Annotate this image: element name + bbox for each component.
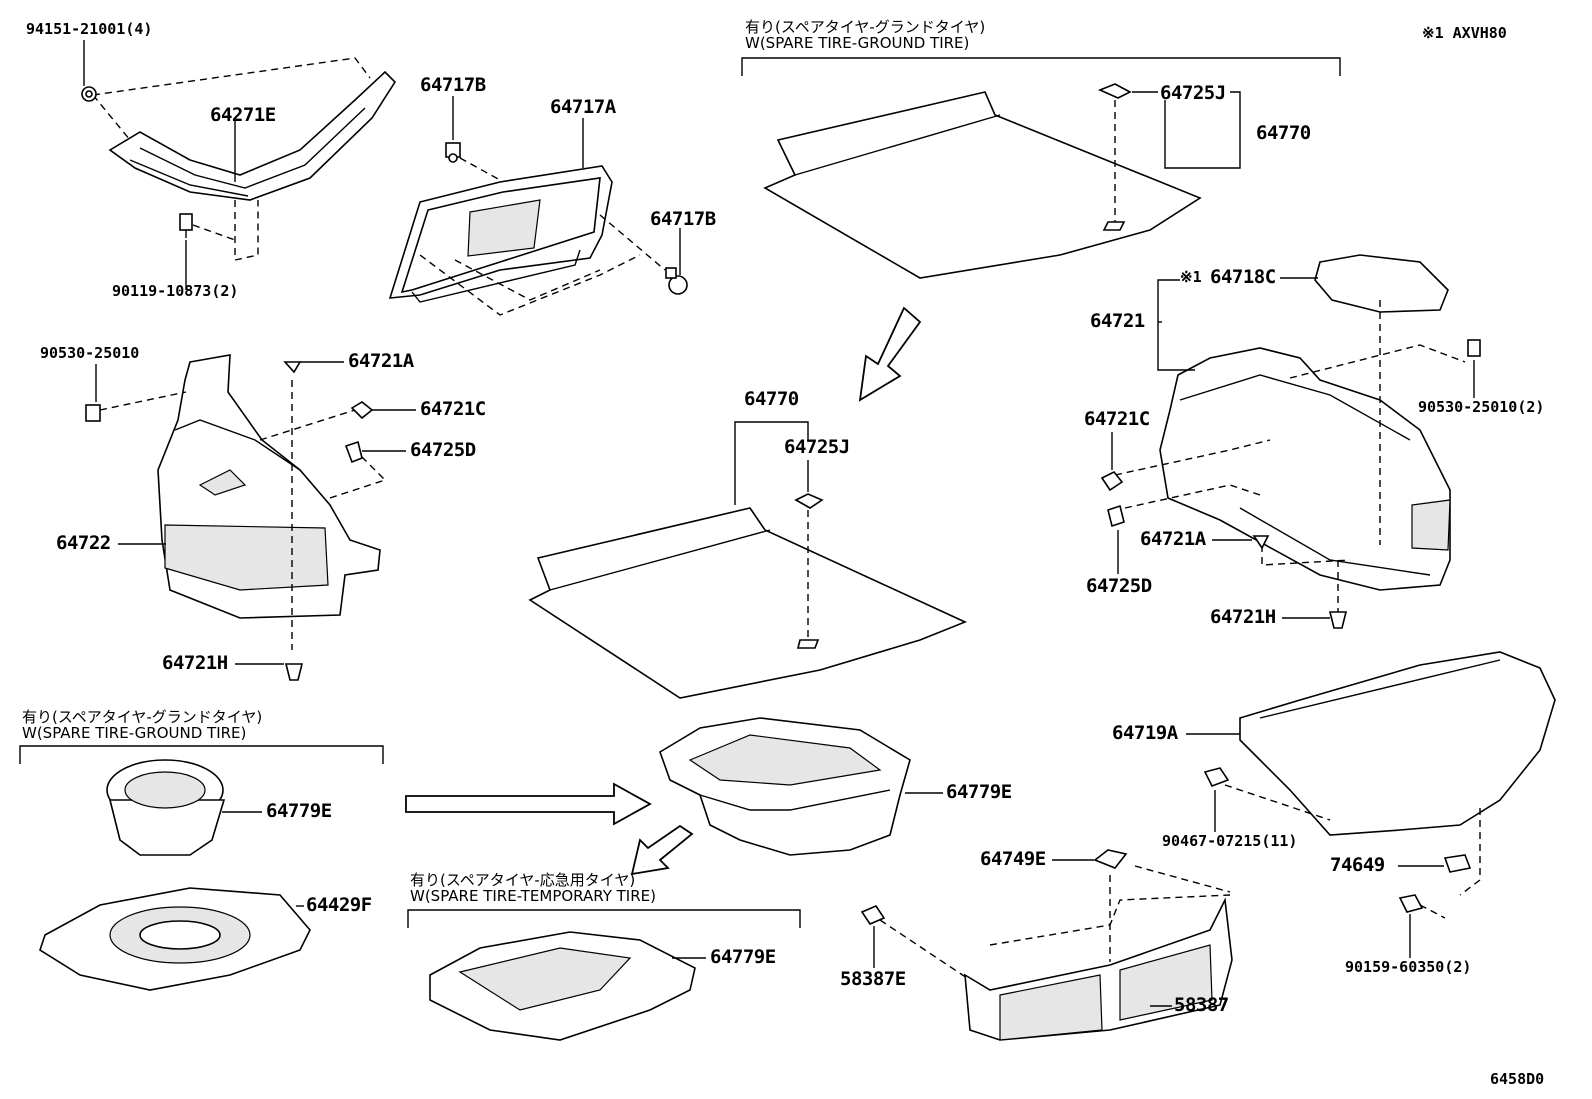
part-64718c-cover bbox=[1314, 254, 1449, 313]
group-header-lower-mid-jp: 有り(スペアタイヤ-応急用タイヤ) bbox=[410, 871, 636, 889]
label-64721: 64721 bbox=[1090, 310, 1145, 332]
group-header-lower-mid: 有り(スペアタイヤ-応急用タイヤ) W(SPARE TIRE-TEMPORARY… bbox=[410, 871, 656, 905]
label-64779e-bottom: 64779E bbox=[710, 946, 776, 968]
group-bracket-lower-mid bbox=[407, 909, 801, 928]
label-64717a: 64717A bbox=[550, 96, 616, 118]
part-64717a-panel bbox=[388, 165, 613, 303]
label-74649: 74649 bbox=[1330, 854, 1385, 876]
group-bracket-lower-left bbox=[19, 745, 384, 764]
label-64749e: 64749E bbox=[980, 848, 1046, 870]
part-58387-scuff-plate bbox=[964, 897, 1233, 1041]
direction-arrow-right-icon bbox=[405, 782, 652, 826]
label-64770-top: 64770 bbox=[1256, 122, 1311, 144]
label-64725j-top: 64725J bbox=[1160, 82, 1226, 104]
clip-64721c-right-icon bbox=[1100, 470, 1124, 492]
part-64779e-bottom-spacer bbox=[429, 931, 696, 1041]
mat-lower-hole bbox=[796, 639, 820, 649]
label-64717b-top: 64717B bbox=[420, 74, 486, 96]
screw-64721a-left-icon bbox=[283, 361, 302, 374]
clip-90530-left-icon bbox=[85, 404, 101, 422]
bracket-74649-icon bbox=[1443, 854, 1472, 873]
label-64718c-mark: ※1 bbox=[1180, 268, 1202, 286]
drawing-code: 6458D0 bbox=[1490, 1070, 1545, 1088]
part-64721-trim-right bbox=[1159, 347, 1451, 591]
leader-64770-mid bbox=[734, 421, 809, 505]
clip-90530-right-icon bbox=[1467, 339, 1481, 357]
clip-94151-icon bbox=[81, 86, 97, 102]
label-64725d-right: 64725D bbox=[1086, 575, 1152, 597]
cover-dashed bbox=[1224, 784, 1481, 919]
label-64725d-left: 64725D bbox=[410, 439, 476, 461]
bolt-90119-icon bbox=[179, 213, 193, 238]
group-header-lower-mid-en: W(SPARE TIRE-TEMPORARY TIRE) bbox=[410, 886, 656, 905]
group-header-lower-left-jp: 有り(スペアタイヤ-グランドタイヤ) bbox=[22, 708, 263, 726]
group-header-upper-en: W(SPARE TIRE-GROUND TIRE) bbox=[745, 33, 970, 52]
screw-90159-icon bbox=[1398, 894, 1424, 913]
group-header-lower-left: 有り(スペアタイヤ-グランドタイヤ) W(SPARE TIRE-GROUND T… bbox=[22, 708, 263, 742]
clip-64721h-right-icon bbox=[1328, 611, 1348, 629]
part-64429f-tray bbox=[39, 887, 311, 991]
model-code: ※1 AXVH80 bbox=[1422, 24, 1507, 42]
clip-58387e-icon bbox=[860, 905, 886, 925]
clip-64717b-right-icon bbox=[665, 267, 688, 295]
clip-64749e-icon bbox=[1093, 849, 1128, 869]
label-90530-right: 90530-25010(2) bbox=[1418, 398, 1545, 416]
direction-arrow-down-icon bbox=[858, 306, 922, 402]
label-64271e: 64271E bbox=[210, 104, 276, 126]
rail-dashed-guides bbox=[92, 57, 371, 261]
part-64770-mat-upper bbox=[763, 91, 1202, 279]
part-64779e-left-spacer bbox=[106, 759, 226, 856]
label-64721h-left: 64721H bbox=[162, 652, 228, 674]
clip-64721h-left-icon bbox=[284, 663, 304, 681]
label-64721c-left: 64721C bbox=[420, 398, 486, 420]
part-64271e-rail bbox=[108, 70, 397, 201]
label-64721h-right: 64721H bbox=[1210, 606, 1276, 628]
part-64722-trim-left bbox=[157, 354, 381, 619]
trim-right-dashed bbox=[1114, 300, 1466, 612]
label-64779e-left: 64779E bbox=[266, 800, 332, 822]
clip-64717b-top-icon bbox=[445, 142, 461, 163]
label-90530-left: 90530-25010 bbox=[40, 344, 140, 362]
label-64770-mid: 64770 bbox=[744, 388, 799, 410]
clip-64721c-left-icon bbox=[350, 401, 374, 420]
clip-64725j-upper-icon bbox=[1097, 83, 1132, 99]
part-64770-mat-lower bbox=[528, 507, 968, 699]
bolt-90467-icon bbox=[1203, 767, 1230, 788]
label-64725j-mid: 64725J bbox=[784, 436, 850, 458]
label-64721a-left: 64721A bbox=[348, 350, 414, 372]
mat-upper-hole bbox=[1102, 221, 1126, 231]
part-64779e-mid-box bbox=[659, 717, 911, 856]
label-94151: 94151-21001(4) bbox=[26, 20, 153, 38]
part-64719a-cover bbox=[1239, 651, 1556, 836]
group-header-lower-left-en: W(SPARE TIRE-GROUND TIRE) bbox=[22, 723, 247, 742]
label-64717b-right: 64717B bbox=[650, 208, 716, 230]
label-58387e: 58387E bbox=[840, 968, 906, 990]
label-64718c: 64718C bbox=[1210, 266, 1276, 288]
scuff-dashed bbox=[879, 865, 1231, 981]
label-64721a-right: 64721A bbox=[1140, 528, 1206, 550]
label-64722: 64722 bbox=[56, 532, 111, 554]
clip-64725j-lower-icon bbox=[794, 493, 824, 509]
label-64779e-mid: 64779E bbox=[946, 781, 1012, 803]
clip-64725d-right-icon bbox=[1107, 504, 1125, 528]
label-64719a: 64719A bbox=[1112, 722, 1178, 744]
label-64429f: 64429F bbox=[306, 894, 372, 916]
label-90467: 90467-07215(11) bbox=[1162, 832, 1298, 850]
direction-arrow-up-icon bbox=[630, 824, 694, 876]
label-64721c-right: 64721C bbox=[1084, 408, 1150, 430]
trim-left-dashed bbox=[99, 380, 387, 650]
group-header-upper: 有り(スペアタイヤ-グランドタイヤ) W(SPARE TIRE-GROUND T… bbox=[745, 18, 986, 52]
label-90119: 90119-10873(2) bbox=[112, 282, 239, 300]
group-header-upper-jp: 有り(スペアタイヤ-グランドタイヤ) bbox=[745, 18, 986, 36]
leader-64770-upper bbox=[1132, 91, 1241, 169]
screw-64721a-right-icon bbox=[1252, 535, 1270, 550]
leader-64721 bbox=[1157, 279, 1195, 371]
label-90159: 90159-60350(2) bbox=[1345, 958, 1472, 976]
label-58387: 58387 bbox=[1174, 994, 1229, 1016]
group-bracket-upper bbox=[741, 57, 1341, 76]
panel-dashed-guides bbox=[419, 157, 666, 316]
clip-64725d-left-icon bbox=[344, 440, 363, 464]
